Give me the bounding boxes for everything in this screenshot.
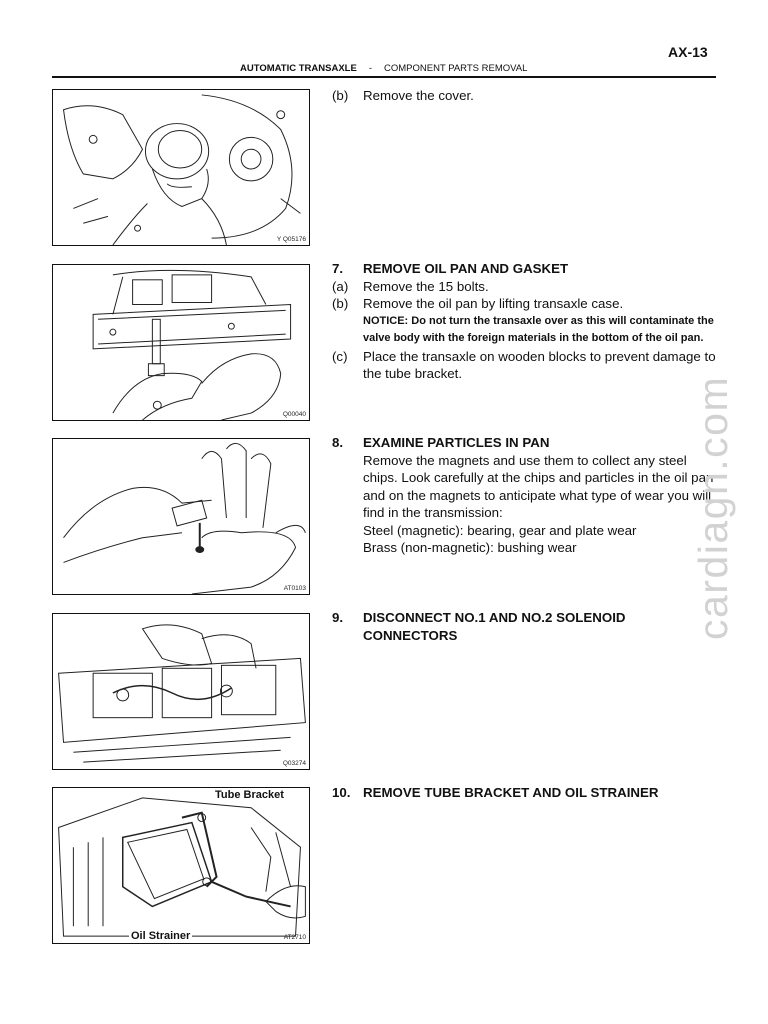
oil-strainer-label: Oil Strainer	[129, 930, 193, 942]
tube-bracket-illustration	[58, 797, 306, 937]
header-section: AUTOMATIC TRANSAXLE	[240, 63, 357, 74]
page-number: AX-13	[668, 44, 708, 60]
step-title: EXAMINE PARTICLES IN PAN	[363, 435, 550, 450]
figure-remove-cover: Y Q05176	[52, 89, 310, 246]
running-header: AUTOMATIC TRANSAXLE-COMPONENT PARTS REMO…	[240, 63, 527, 74]
step-number: 7.	[332, 261, 344, 276]
step-7-heading: 7. REMOVE OIL PAN AND GASKET	[332, 260, 722, 278]
step-8-heading: 8. EXAMINE PARTICLES IN PAN	[332, 434, 722, 452]
step-8-paragraph: Remove the magnets and use them to colle…	[363, 452, 714, 521]
notice-text: NOTICE: Do not turn the transaxle over a…	[363, 314, 714, 345]
step-8-block: 8. EXAMINE PARTICLES IN PAN Remove the m…	[332, 434, 722, 557]
solenoid-illustration	[58, 624, 306, 763]
step-10-block: 10. REMOVE TUBE BRACKET AND OIL STRAINER	[332, 784, 722, 802]
hand-magnet-illustration	[63, 442, 306, 594]
step-10-heading: 10. REMOVE TUBE BRACKET AND OIL STRAINER	[332, 784, 722, 802]
figure-tube-bracket: Tube Bracket Oil Strainer AT2710	[52, 787, 310, 944]
step-title: DISCONNECT NO.1 AND NO.2 SOLENOID CONNEC…	[363, 610, 626, 643]
step-7c: (c) Place the transaxle on wooden blocks…	[332, 348, 722, 383]
step-9-block: 9. DISCONNECT NO.1 AND NO.2 SOLENOID CON…	[332, 609, 722, 644]
figure-particles: AT0103	[52, 438, 310, 595]
step-title: REMOVE TUBE BRACKET AND OIL STRAINER	[363, 785, 659, 800]
figure-code: Y Q05176	[276, 236, 306, 243]
step-6-block: (b) Remove the cover.	[332, 87, 722, 105]
step-7-block: 7. REMOVE OIL PAN AND GASKET (a) Remove …	[332, 260, 722, 383]
figure-code: AT2710	[283, 934, 306, 941]
step-7b: (b) Remove the oil pan by lifting transa…	[332, 295, 722, 313]
step-number: 10.	[332, 785, 351, 800]
sub-text: Remove the cover.	[363, 88, 474, 103]
step-number: 9.	[332, 610, 344, 625]
figure-code: AT0103	[283, 585, 306, 592]
figure-code: Q03274	[282, 760, 306, 767]
step-6b: (b) Remove the cover.	[332, 87, 722, 105]
figure-code: Q00040	[282, 411, 306, 418]
sub-label: (b)	[332, 88, 349, 103]
sub-text: Place the transaxle on wooden blocks to …	[363, 348, 716, 382]
step-8-body: Remove the magnets and use them to colle…	[332, 452, 722, 557]
figure-solenoid: Q03274	[52, 613, 310, 770]
step-9-heading: 9. DISCONNECT NO.1 AND NO.2 SOLENOID CON…	[332, 609, 722, 644]
header-subsection: COMPONENT PARTS REMOVAL	[383, 63, 528, 74]
step-7a: (a) Remove the 15 bolts.	[332, 278, 722, 296]
sub-label: (b)	[332, 296, 349, 311]
figure-oil-pan: Q00040	[52, 264, 310, 421]
watermark: cardiagn.com	[690, 375, 736, 640]
header-rule	[52, 76, 716, 78]
step-7-notice-row: NOTICE: Do not turn the transaxle over a…	[332, 313, 722, 348]
tube-bracket-label: Tube Bracket	[213, 789, 286, 801]
brass-wear: Brass (non-magnetic): bushing wear	[363, 540, 577, 555]
sub-text: Remove the oil pan by lifting transaxle …	[363, 296, 624, 311]
remove-cover-illustration	[62, 94, 301, 245]
sub-text: Remove the 15 bolts.	[363, 278, 489, 294]
step-title: REMOVE OIL PAN AND GASKET	[363, 261, 569, 276]
sub-label: (c)	[332, 348, 348, 364]
step-number: 8.	[332, 435, 344, 450]
header-separator: -	[368, 63, 372, 74]
sub-label: (a)	[332, 278, 349, 294]
steel-wear: Steel (magnetic): bearing, gear and plat…	[363, 522, 637, 538]
oil-pan-illustration	[92, 269, 292, 420]
